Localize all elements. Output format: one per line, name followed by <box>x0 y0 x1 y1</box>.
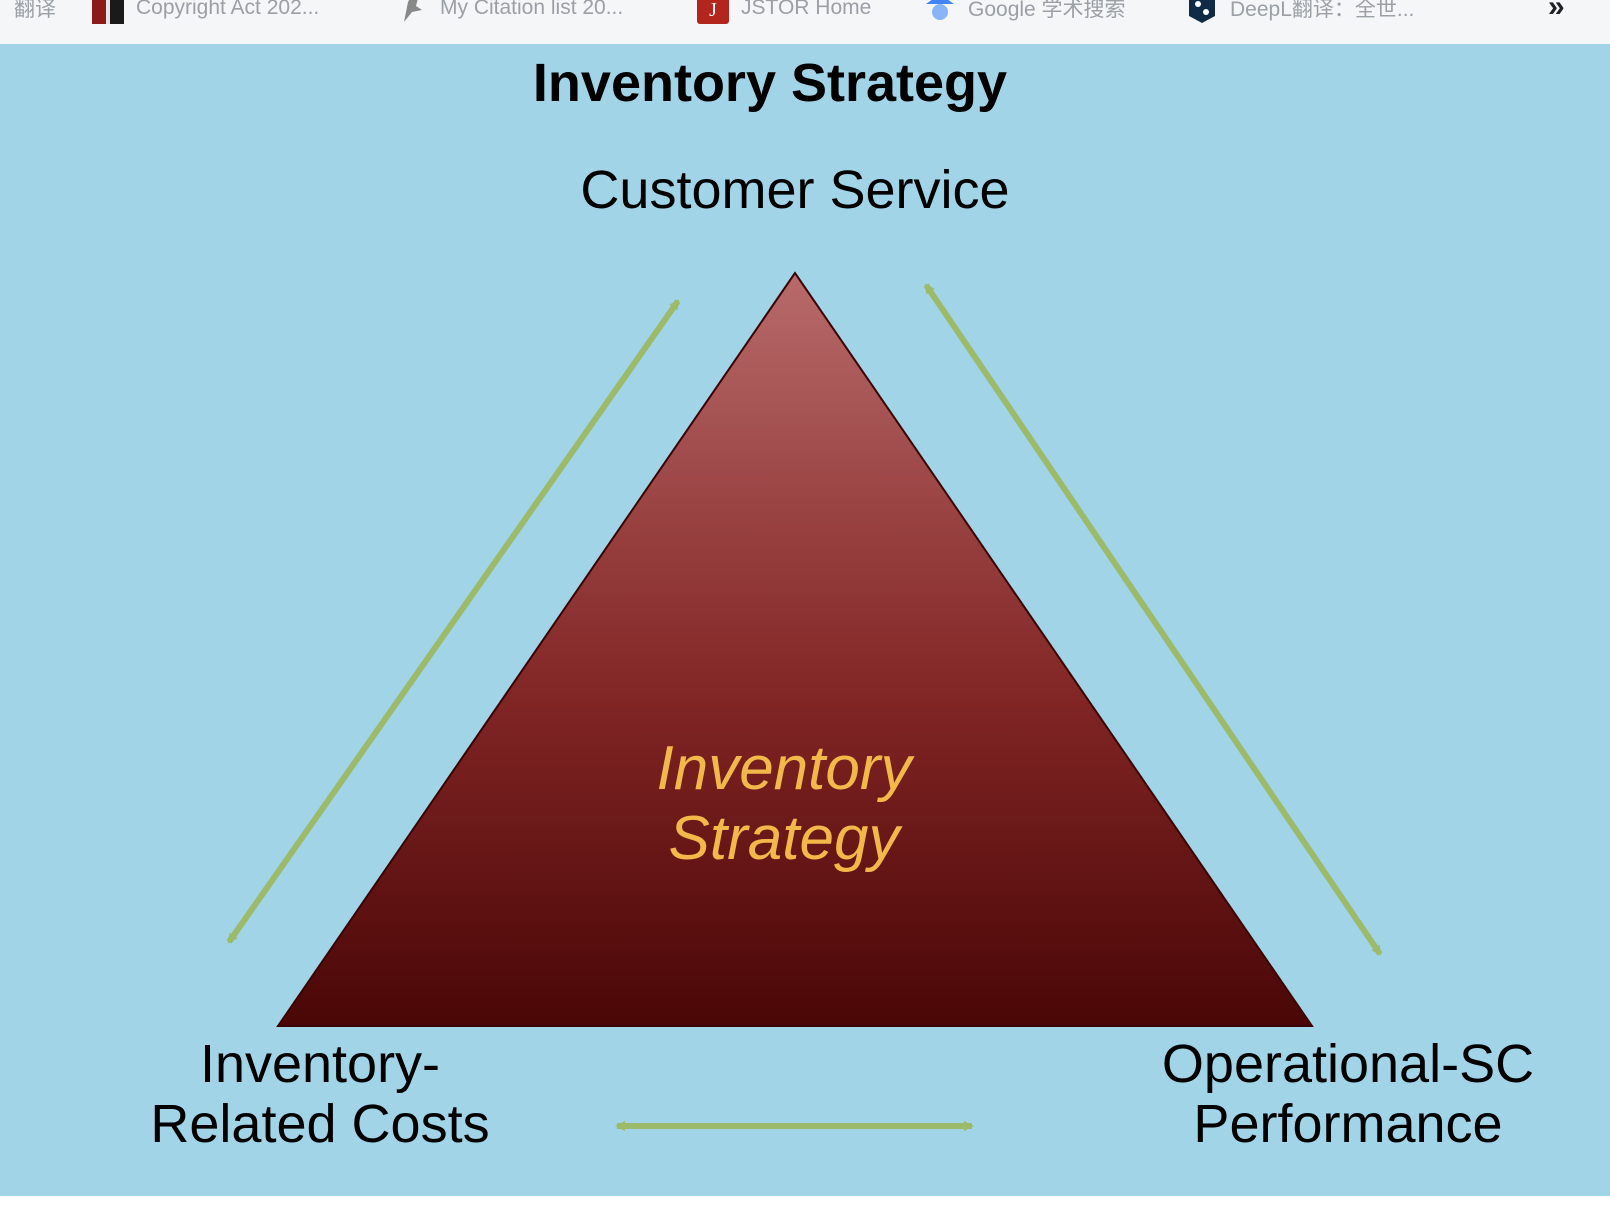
triangle-label-line2: Strategy <box>668 804 900 873</box>
book-icon <box>92 0 124 24</box>
bookmarks-overflow-chevron-icon[interactable]: » <box>1548 0 1565 23</box>
bookmark-label: 翻译 <box>14 0 56 21</box>
bookmark-label: JSTOR Home <box>741 0 872 19</box>
bottom-left-line2: Related Costs <box>150 1094 490 1154</box>
bookmark-copyright-act[interactable]: Copyright Act 202... <box>92 0 319 28</box>
bookmark-jstor[interactable]: J JSTOR Home <box>697 0 871 28</box>
inventory-related-costs-label: Inventory- Related Costs <box>90 1034 550 1154</box>
bookmark-label: Copyright Act 202... <box>136 0 320 19</box>
bookmarks-bar: 翻译 Copyright Act 202... My Citation list… <box>0 0 1610 45</box>
bookmark-label: Google 学术搜索 <box>968 0 1126 21</box>
bottom-strip <box>0 1196 1610 1212</box>
left-double-arrow <box>226 299 681 944</box>
bookmark-label: My Citation list 20... <box>440 0 624 19</box>
triangle-center-label: Inventory Strategy <box>584 734 984 874</box>
customer-service-label: Customer Service <box>580 160 1010 220</box>
operational-sc-performance-label: Operational-SC Performance <box>1118 1034 1578 1154</box>
triangle-label-line1: Inventory <box>656 734 912 803</box>
slide: Inventory Strategy Customer Service Inve… <box>0 44 1610 1196</box>
bottom-right-line2: Performance <box>1193 1094 1503 1154</box>
slide-title: Inventory Strategy <box>532 53 1008 113</box>
jstor-icon: J <box>697 0 729 24</box>
bookmark-deepl[interactable]: DeepL翻译：全世... <box>1186 0 1414 28</box>
bottom-left-line1: Inventory- <box>199 1034 441 1094</box>
bottom-right-line1: Operational-SC <box>1161 1034 1535 1094</box>
scholar-icon <box>924 0 956 24</box>
bookmark-translate[interactable]: 翻译 <box>14 0 56 28</box>
inventory-strategy-diagram <box>226 271 1383 1131</box>
svg-text:J: J <box>709 0 717 21</box>
bird-icon <box>396 0 428 24</box>
right-double-arrow <box>923 283 1383 956</box>
deepl-icon <box>1186 0 1218 24</box>
bookmark-label: DeepL翻译：全世... <box>1230 0 1415 21</box>
bookmark-google-scholar[interactable]: Google 学术搜索 <box>924 0 1126 28</box>
bookmark-citation-list[interactable]: My Citation list 20... <box>396 0 623 28</box>
